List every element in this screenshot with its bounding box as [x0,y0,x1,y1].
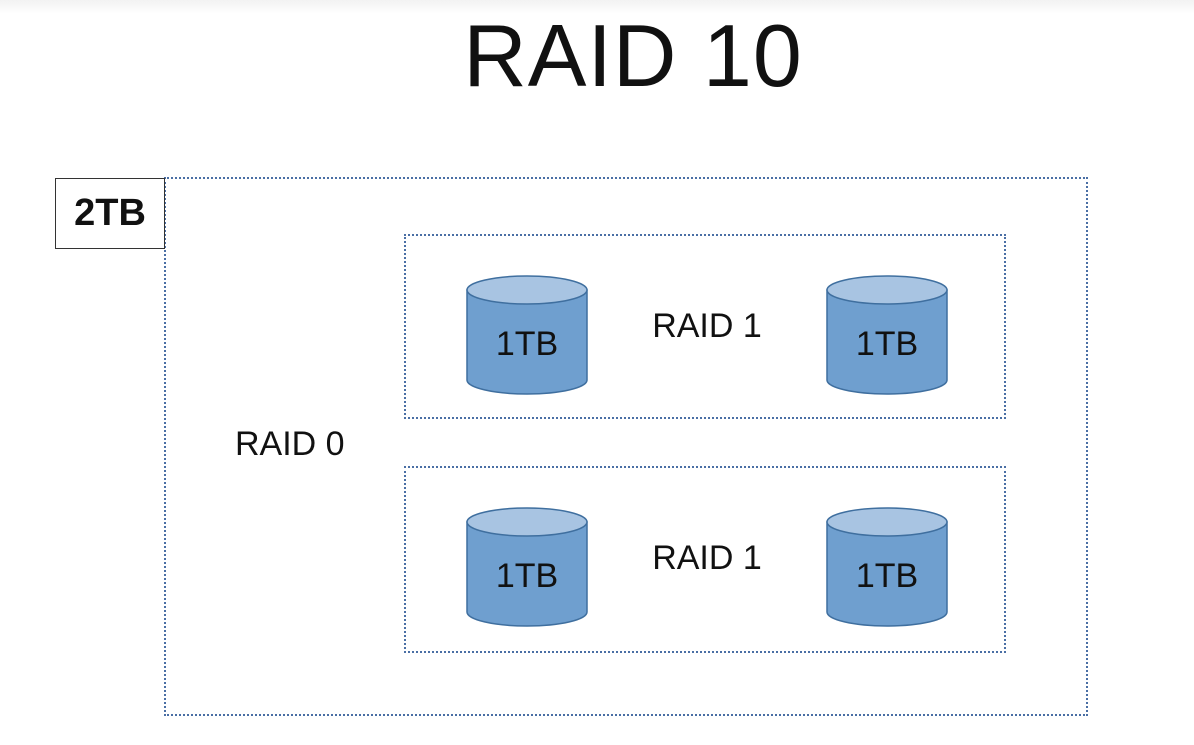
raid1-label: RAID 1 [652,539,762,577]
raid1-label: RAID 1 [652,307,762,345]
disk-capacity-label: 1TB [495,557,559,595]
top-shade [0,0,1194,14]
total-capacity-label: 2TB [55,178,165,249]
disk-cylinder-shape [466,275,588,395]
raid0-label: RAID 0 [235,425,345,463]
raid1-group-1: 1TB RAID 1 1TB [404,234,1006,419]
disk-capacity-label: 1TB [495,325,559,363]
disk-capacity-label: 1TB [855,557,919,595]
disk-cylinder-shape [466,507,588,627]
disk-cylinder-shape [826,507,948,627]
disk-icon: 1TB [466,274,588,396]
diagram-title: RAID 10 [463,6,803,105]
raid0-container [164,177,1088,716]
disk-capacity-label: 1TB [855,325,919,363]
raid1-group-2: 1TB RAID 1 1TB [404,466,1006,653]
disk-cylinder-shape [826,275,948,395]
disk-icon: 1TB [826,274,948,396]
disk-icon: 1TB [466,506,588,628]
disk-icon: 1TB [826,506,948,628]
